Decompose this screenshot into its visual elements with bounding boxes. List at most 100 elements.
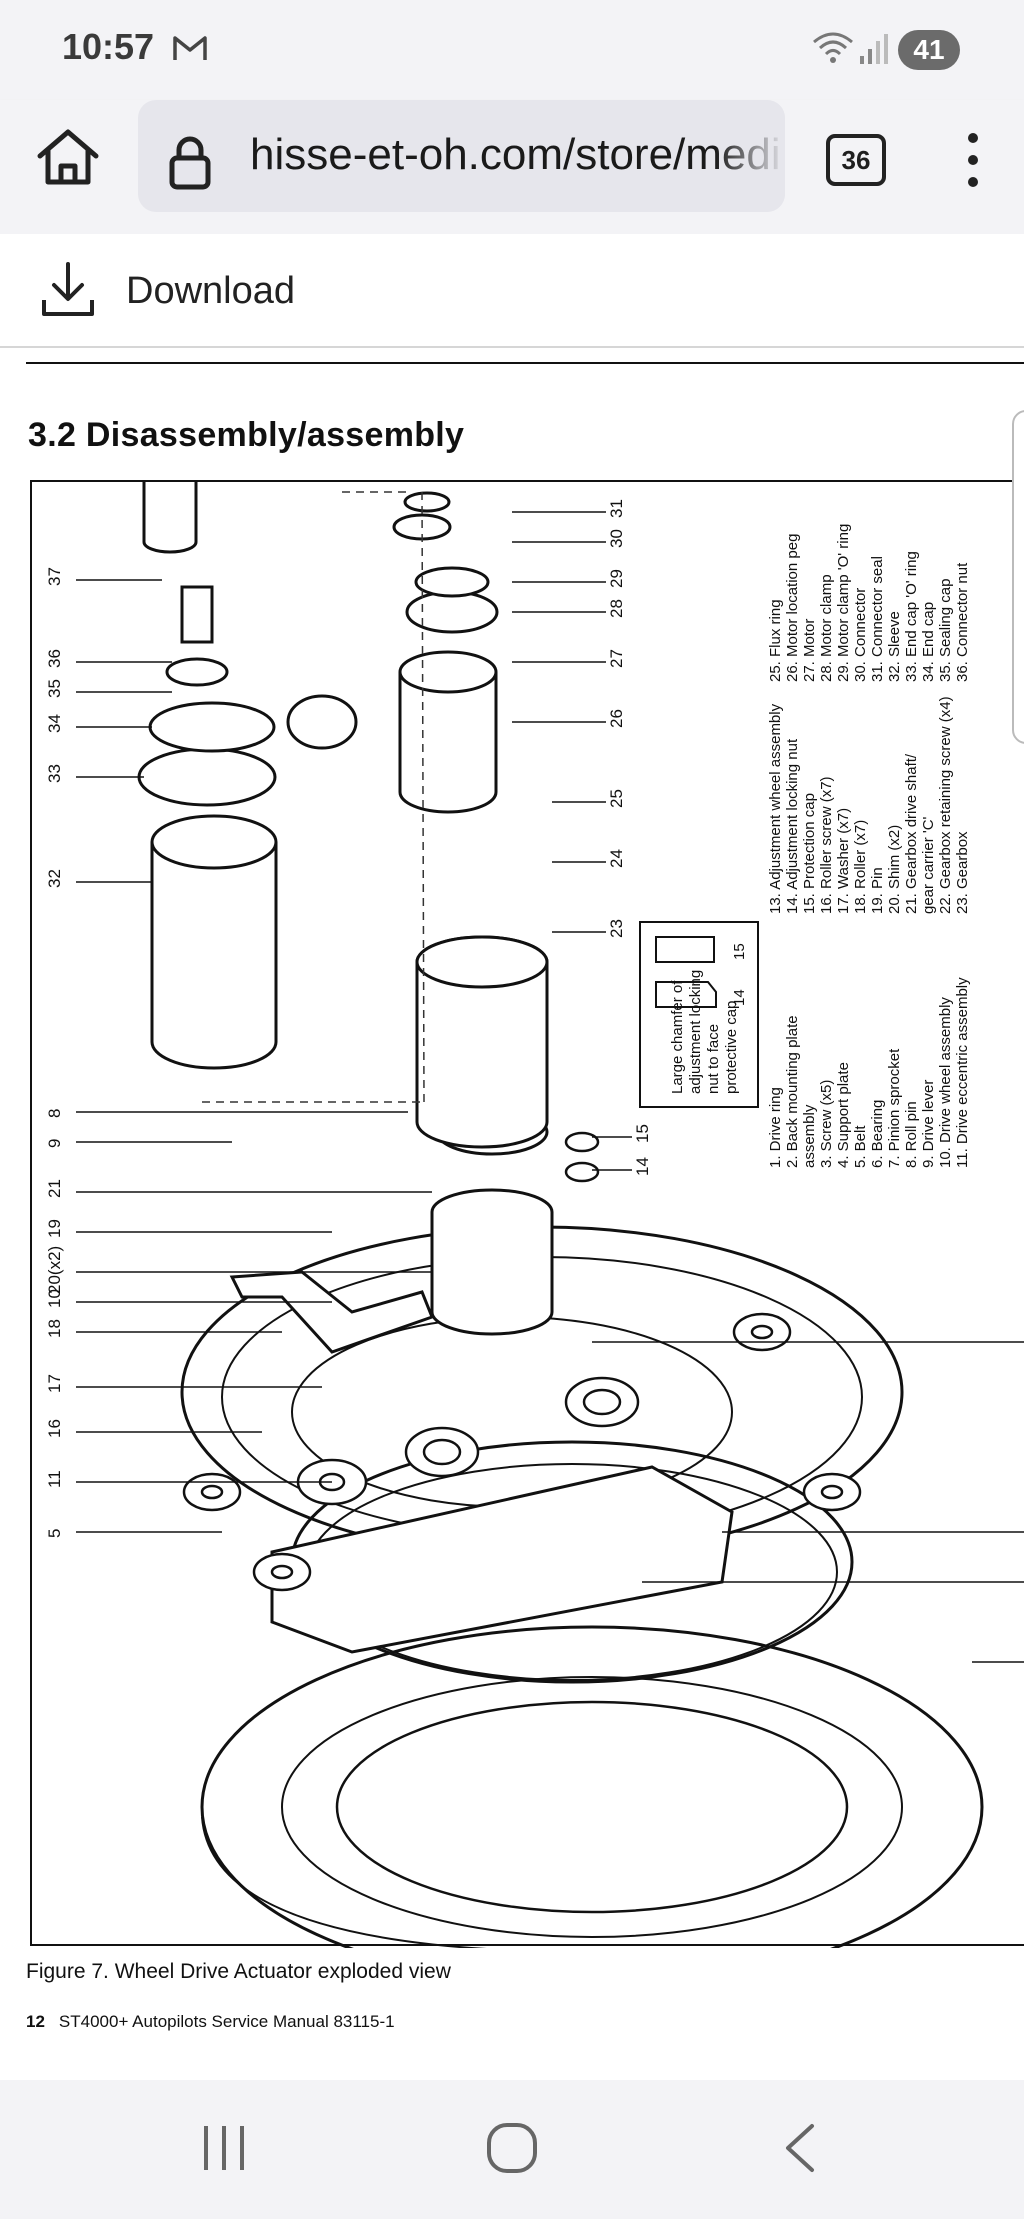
callout-label: 24 xyxy=(607,849,626,868)
pdf-page[interactable]: 3.2 Disassembly/assembly xyxy=(0,348,1024,2080)
chamfer-note-inset: 15 14 Large chamfer of adjustment lockin… xyxy=(639,921,759,1108)
part-item: 34. End cap xyxy=(920,602,937,682)
download-bar[interactable]: Download xyxy=(0,234,1024,348)
sleeve-column-drawing xyxy=(137,482,358,1070)
recent-apps-icon[interactable] xyxy=(200,2120,248,2176)
part-item: 8. Roll pin xyxy=(903,1101,920,1168)
status-bar: 10:57 41 xyxy=(0,0,1024,100)
leader-lines xyxy=(76,511,1024,1663)
part-item: 16. Roller screw (x7) xyxy=(818,776,835,914)
part-item: 23. Gearbox xyxy=(954,831,971,914)
part-item: 35. Sealing cap xyxy=(937,579,954,682)
callout-label: 11 xyxy=(45,1470,64,1488)
callout-label: 14 xyxy=(633,1157,652,1176)
part-item: 19. Pin xyxy=(869,867,886,914)
part-item: 10. Drive wheel assembly xyxy=(937,997,954,1168)
caps-drawing xyxy=(564,1131,600,1183)
part-item: 22. Gearbox retaining screw (x4) xyxy=(937,696,954,914)
scroll-handle[interactable] xyxy=(1012,410,1024,744)
drive-lever-drawing xyxy=(229,1270,434,1354)
callout-label: 8 xyxy=(45,1109,64,1118)
part-item: 26. Motor location peg xyxy=(784,534,801,682)
parts-column-3: 25. Flux ring 26. Motor location peg 27.… xyxy=(767,524,971,682)
callout-label: 29 xyxy=(607,569,626,588)
rollers-drawing xyxy=(182,1312,862,1592)
back-icon[interactable] xyxy=(780,2120,820,2176)
page-footer: 12 ST4000+ Autopilots Service Manual 8311… xyxy=(26,2012,395,2032)
mounting-plate-drawing xyxy=(180,1225,904,1654)
parts-legend: 1. Drive ring 2. Back mounting plate ass… xyxy=(767,524,971,1168)
url-fade xyxy=(715,100,785,212)
callout-label: 31 xyxy=(607,499,626,518)
part-item: 29. Motor clamp 'O' ring xyxy=(835,524,852,682)
callout-label: 32 xyxy=(45,869,64,888)
callout-label: 36 xyxy=(45,649,64,668)
part-item: 32. Sleeve xyxy=(886,611,903,682)
callout-label: 16 xyxy=(45,1419,64,1438)
callout-label: 27 xyxy=(607,649,626,668)
part-item: 9. Drive lever xyxy=(920,1080,937,1168)
part-item: 13. Adjustment wheel assembly xyxy=(767,703,784,914)
part-item: 20. Shim (x2) xyxy=(886,825,903,914)
inset-label-top: 15 xyxy=(731,943,748,960)
part-item: 21. Gearbox drive shaft/ xyxy=(903,753,920,914)
motor-column-drawing xyxy=(392,491,554,1336)
exploded-view-drawing: 37 36 35 34 33 32 8 9 21 19 20(x2) 10 18… xyxy=(45,482,1024,1948)
callout-label: 21 xyxy=(45,1179,64,1198)
signal-icon xyxy=(860,34,888,64)
parts-column-2: 13. Adjustment wheel assembly 14. Adjust… xyxy=(767,696,971,914)
nav-bar xyxy=(0,2080,1024,2219)
part-item: 11. Drive eccentric assembly xyxy=(954,977,971,1168)
download-icon[interactable] xyxy=(40,260,96,320)
download-button[interactable]: Download xyxy=(126,270,295,312)
tabs-icon[interactable]: 36 xyxy=(826,134,886,186)
parts-column-1: 1. Drive ring 2. Back mounting plate ass… xyxy=(767,977,971,1168)
part-item: gear carrier 'C' xyxy=(920,816,937,914)
part-item: 28. Motor clamp xyxy=(818,574,835,682)
callout-label: 35 xyxy=(45,679,64,698)
more-vert-icon[interactable] xyxy=(960,130,986,190)
callout-label: 25 xyxy=(607,789,626,808)
callout-label: 33 xyxy=(45,764,64,783)
inset-note-line: Large chamfer of xyxy=(669,980,686,1094)
drive-ring-drawing xyxy=(200,1625,984,1948)
part-item: 6. Bearing xyxy=(869,1100,886,1168)
callout-label: 37 xyxy=(45,567,64,586)
callout-label: 19 xyxy=(45,1219,64,1238)
status-time: 10:57 xyxy=(62,26,155,67)
figure-caption: Figure 7. Wheel Drive Actuator exploded … xyxy=(26,1960,451,1983)
part-item: 18. Roller (x7) xyxy=(852,820,869,914)
footer-title: ST4000+ Autopilots Service Manual 83115-… xyxy=(58,2012,395,2031)
part-item: 15. Protection cap xyxy=(801,793,818,914)
part-item: 1. Drive ring xyxy=(767,1087,784,1168)
page-number: 12 xyxy=(26,2012,45,2031)
part-item: 17. Washer (x7) xyxy=(835,808,852,914)
inset-note-line: nut to face xyxy=(705,1024,722,1094)
browser-toolbar: hisse-et-oh.com/store/medi 36 xyxy=(0,100,1024,234)
home-circle-icon[interactable] xyxy=(484,2120,540,2176)
guide-dashes xyxy=(202,491,425,1103)
callout-labels: 37 36 35 34 33 32 8 9 21 19 20(x2) 10 18… xyxy=(45,499,652,1538)
inset-note-line: protective cap xyxy=(723,1001,740,1094)
callout-label: 17 xyxy=(45,1374,64,1393)
part-item: 7. Pinion sprocket xyxy=(886,1048,903,1168)
url-text[interactable]: hisse-et-oh.com/store/medi xyxy=(250,130,781,179)
part-item: 33. End cap 'O' ring xyxy=(903,551,920,682)
battery-icon: 41 xyxy=(898,30,960,70)
callout-label: 23 xyxy=(607,919,626,938)
callout-label: 5 xyxy=(45,1529,64,1538)
callout-label: 9 xyxy=(45,1139,64,1148)
url-bar[interactable]: hisse-et-oh.com/store/medi xyxy=(138,100,785,212)
home-icon[interactable] xyxy=(30,120,106,196)
callout-label: 20(x2) xyxy=(45,1246,64,1294)
callout-label: 34 xyxy=(45,714,64,733)
part-item: 30. Connector xyxy=(852,588,869,682)
part-item: assembly xyxy=(801,1104,818,1168)
lock-icon[interactable] xyxy=(168,136,212,190)
part-item: 3. Screw (x5) xyxy=(818,1080,835,1168)
figure-frame: 37 36 35 34 33 32 8 9 21 19 20(x2) 10 18… xyxy=(30,480,1024,1948)
callout-label: 30 xyxy=(607,529,626,548)
callout-label: 15 xyxy=(633,1124,652,1143)
part-item: 27. Motor xyxy=(801,619,818,682)
wifi-5g-icon xyxy=(813,32,853,63)
